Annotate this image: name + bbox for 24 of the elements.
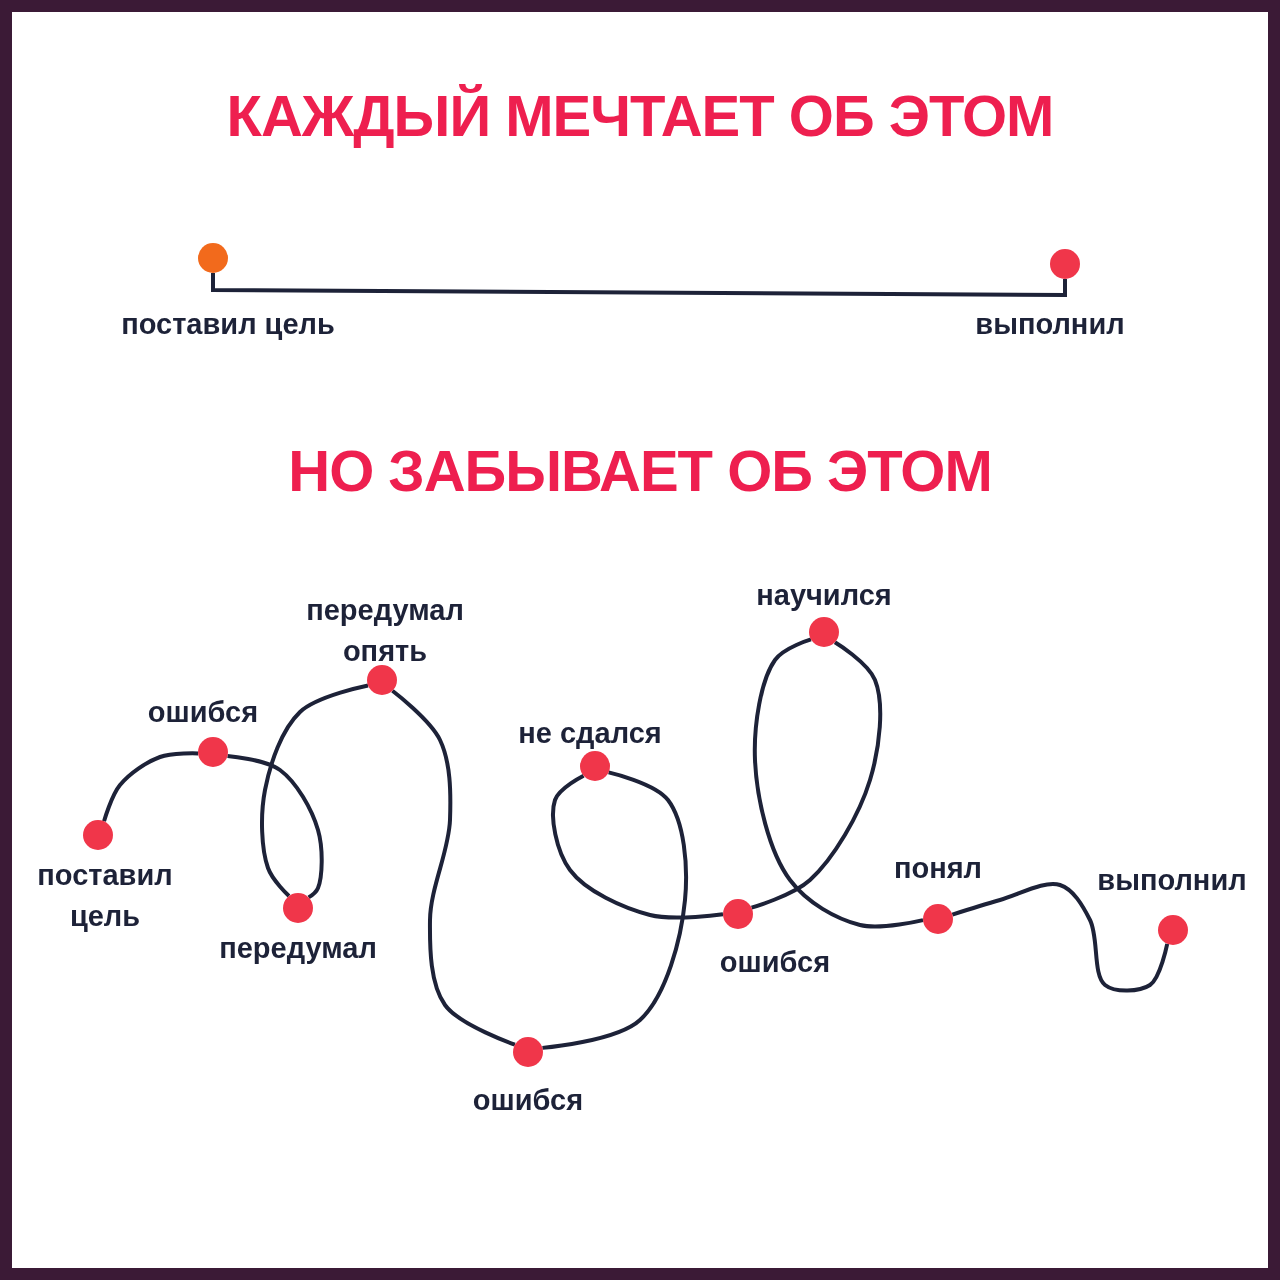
milestone-label: передумал	[218, 931, 378, 966]
curved-path-line	[227, 753, 324, 900]
curved-path-line	[750, 640, 883, 910]
milestone-label: ошибся	[471, 1083, 585, 1118]
milestone-label: не сдался	[517, 716, 663, 751]
milestone-label: поставил цель	[120, 307, 336, 342]
heading: КАЖДЫЙ МЕЧТАЕТ ОБ ЭТОМ	[226, 82, 1054, 149]
heading: НО ЗАБЫВАЕТ ОБ ЭТОМ	[288, 437, 992, 504]
connector-line	[211, 273, 1067, 297]
curved-path-line	[551, 773, 724, 920]
milestone-label: ошибся	[718, 945, 832, 980]
curved-path-line	[752, 637, 924, 929]
milestone-label: поставил цель	[36, 858, 174, 934]
curved-path-line	[542, 770, 688, 1050]
curved-path-line	[102, 751, 199, 822]
milestone-label: передумал опять	[305, 593, 465, 669]
milestone-label: выполнил	[1096, 863, 1248, 898]
curved-path-line	[391, 689, 516, 1047]
curved-path-line	[260, 683, 369, 898]
curved-path-line	[951, 882, 1170, 993]
milestone-label: ошибся	[146, 695, 260, 730]
milestone-label: выполнил	[974, 307, 1126, 342]
milestone-label: понял	[892, 851, 984, 886]
milestone-label: научился	[755, 578, 893, 613]
